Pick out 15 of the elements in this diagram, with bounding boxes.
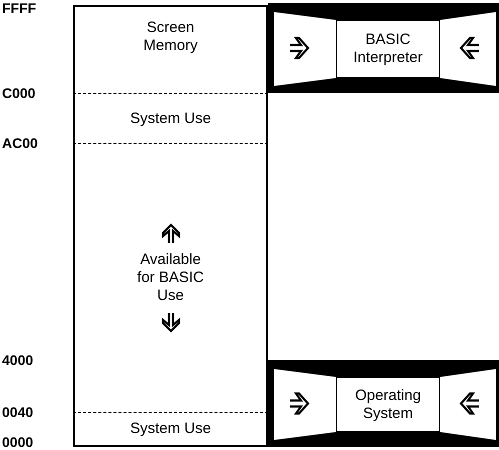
region-label: System Use <box>129 420 212 438</box>
address-label: C000 <box>2 85 36 101</box>
memory-region <box>73 412 268 447</box>
address-label: 0040 <box>2 404 34 420</box>
rom-box: BASIC Interpreter <box>336 20 440 78</box>
memory-region <box>73 93 268 143</box>
address-label: 0000 <box>2 434 34 450</box>
region-label: Available for BASIC Use <box>136 251 205 305</box>
address-label: AC00 <box>2 135 38 151</box>
memory-region <box>73 143 268 412</box>
rom-box: Operating System <box>336 377 440 432</box>
region-label: Screen Memory <box>142 19 199 55</box>
address-label: FFFF <box>2 0 36 16</box>
address-label: 4000 <box>2 352 34 368</box>
region-label: System Use <box>129 110 212 128</box>
